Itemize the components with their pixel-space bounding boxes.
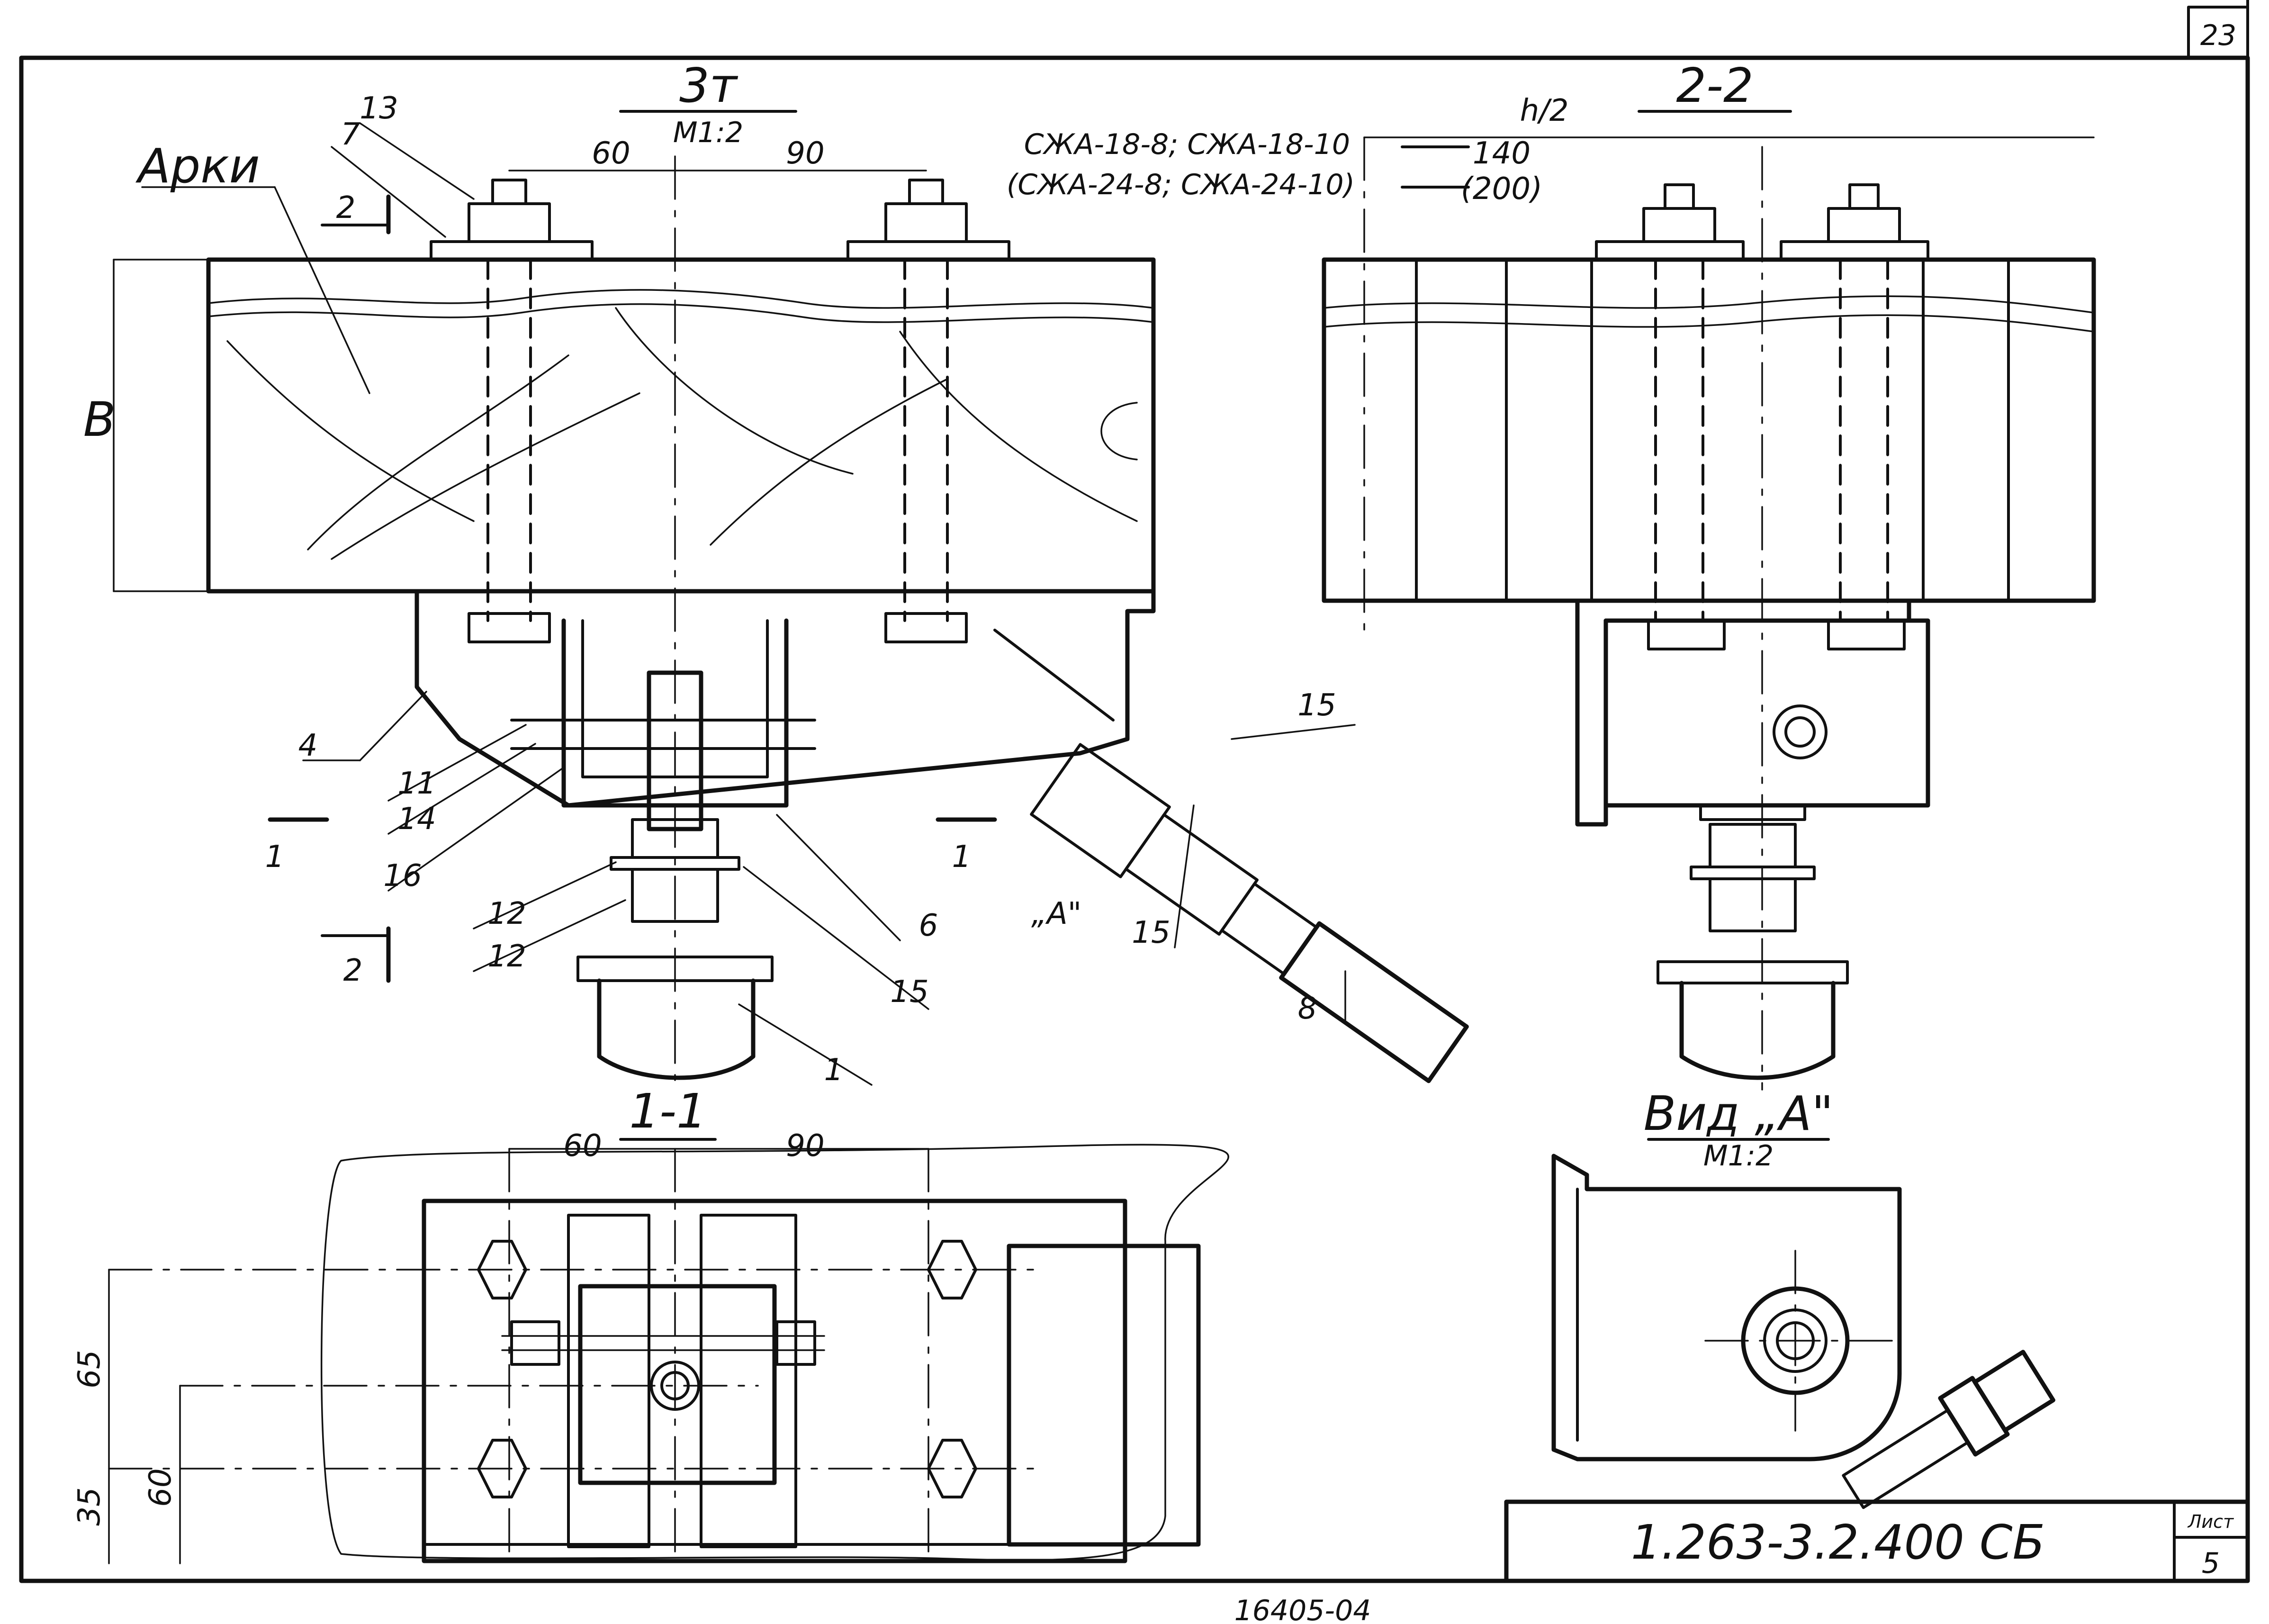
callout-15a: 15 xyxy=(890,974,928,1010)
view-a xyxy=(1551,1138,2055,1509)
main-dim-right: 90 xyxy=(786,136,824,171)
main-title: 3т xyxy=(679,58,738,113)
callout-1: 1 xyxy=(824,1053,844,1088)
callout-16: 16 xyxy=(383,858,422,893)
u-bracket xyxy=(561,618,789,808)
dim-140: 140 xyxy=(1473,136,1531,171)
section-2-2-view xyxy=(1322,110,2096,1091)
callout-11: 11 xyxy=(397,766,436,801)
brace-8 xyxy=(1279,921,1469,1083)
doc-code: 1.263-3.2.400 СБ xyxy=(1631,1515,2045,1570)
dim-h2: h/2 xyxy=(1520,93,1569,128)
bolt-head-2-2 xyxy=(1773,704,1828,759)
codes-line-1: СЖА-18-8; СЖА-18-10 xyxy=(1024,128,1350,161)
glulam-beam xyxy=(1322,257,2096,603)
view-a-title: Вид „А" xyxy=(1644,1086,1834,1141)
page-number: 23 xyxy=(2200,19,2236,52)
s11-dim-60: 60 xyxy=(143,1468,178,1507)
section-mark-2-bottom: 2 xyxy=(343,953,363,988)
main-scale: М1:2 xyxy=(673,116,743,149)
callout-12b: 12 xyxy=(487,939,526,974)
bottom-note: 16405-04 xyxy=(1234,1594,1371,1624)
section-1-1-view xyxy=(108,1138,1229,1564)
callout-8: 8 xyxy=(1298,991,1317,1026)
view-a-scale: М1:2 xyxy=(1703,1139,1774,1173)
s11-dim-65: 65 xyxy=(72,1350,107,1388)
s11-dim-left: 60 xyxy=(563,1128,602,1164)
main-view xyxy=(113,110,1469,1083)
section-mark-1-right: 1 xyxy=(952,839,972,875)
s11-dim-35: 35 xyxy=(72,1487,107,1525)
main-dim-height: В xyxy=(83,392,116,447)
callout-12a: 12 xyxy=(487,896,526,931)
angle-bracket xyxy=(1575,598,1911,827)
main-callout-leaders xyxy=(302,122,1356,1086)
section-markers xyxy=(268,194,997,983)
list-number: 5 xyxy=(2202,1547,2220,1580)
callout-7: 7 xyxy=(341,117,360,152)
list-label: Лист xyxy=(2187,1511,2234,1532)
callout-15b: 15 xyxy=(1297,688,1336,723)
section-1-1-title: 1-1 xyxy=(629,1083,706,1139)
callout-6: 6 xyxy=(919,908,938,943)
arch-label: Арки xyxy=(135,138,260,194)
title-block xyxy=(1504,1499,2250,1583)
view-a-arrow-label: „А" xyxy=(1031,896,1081,931)
section-mark-2-top: 2 xyxy=(336,190,356,226)
callout-4: 4 xyxy=(298,728,318,763)
view-a-bracket xyxy=(1551,1154,1902,1462)
base-plate-1-1 xyxy=(422,1199,1127,1563)
central-pin xyxy=(647,670,703,831)
main-dim-left: 60 xyxy=(592,136,630,171)
callout-15c: 15 xyxy=(1132,915,1170,950)
section-2-2-title: 2-2 xyxy=(1676,58,1753,113)
drawing-frame xyxy=(19,0,2250,1583)
dim-200: (200) xyxy=(1461,171,1542,207)
callout-14: 14 xyxy=(397,802,436,837)
center-plate-1-1 xyxy=(578,1284,777,1485)
s11-dim-right: 90 xyxy=(786,1128,824,1164)
codes-line-2: (СЖА-24-8; СЖА-24-10) xyxy=(1007,168,1355,201)
section-mark-1-left: 1 xyxy=(265,839,285,875)
post-1 xyxy=(597,978,756,1080)
arch-beam xyxy=(206,257,1156,594)
plate-4 xyxy=(414,589,1156,808)
page-number-box xyxy=(2187,6,2249,59)
callout-13: 13 xyxy=(360,91,398,126)
